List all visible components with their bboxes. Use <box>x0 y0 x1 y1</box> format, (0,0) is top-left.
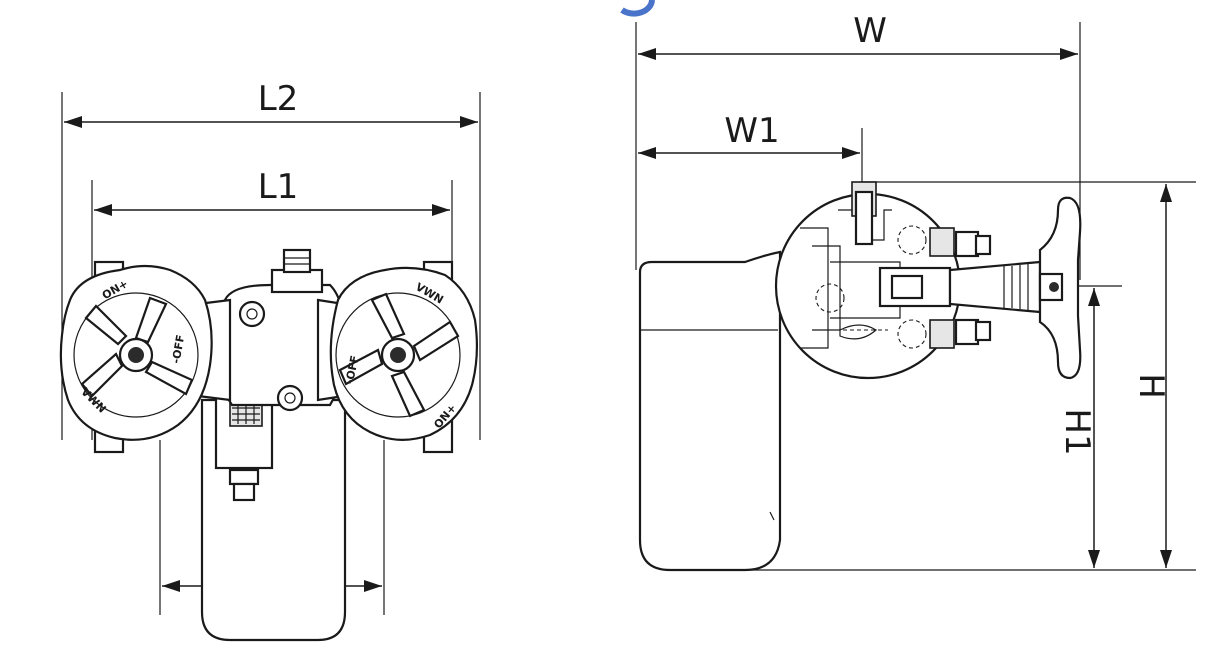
label-l1: L1 <box>258 167 299 207</box>
front-view: L2 L1 L <box>59 79 481 642</box>
gauge-port-upper <box>238 300 266 328</box>
left-handwheel: ON+ -OFF VWN <box>59 264 213 441</box>
side-internal-section <box>800 181 992 349</box>
drain-bolt <box>232 482 256 502</box>
side-filter-bowl <box>638 250 782 572</box>
dimension-h1: H1 <box>1057 285 1122 568</box>
drain-nut <box>228 468 260 486</box>
right-valve-off-label: -OFF <box>343 354 362 385</box>
label-w1: W1 <box>724 111 779 151</box>
label-w: W <box>853 11 887 51</box>
dimension-h: H <box>720 181 1196 571</box>
label-l2: L2 <box>258 79 299 119</box>
left-valve-off-label: -OFF <box>169 334 187 365</box>
gauge-port-lower <box>276 384 304 412</box>
right-handwheel: VWN -OFF ON+ <box>329 266 478 441</box>
dimension-l1: L1 <box>91 167 453 440</box>
vent-body <box>270 268 324 294</box>
dimension-l2: L2 <box>61 79 481 440</box>
dimension-w1: W1 <box>638 111 863 205</box>
accent-arc <box>620 0 655 17</box>
label-h1: H1 <box>1057 408 1097 455</box>
side-stem-handwheel <box>948 196 1082 380</box>
side-view: W W1 H H1 <box>635 11 1196 572</box>
label-h: H <box>1131 373 1171 399</box>
vent-plug <box>282 248 312 274</box>
